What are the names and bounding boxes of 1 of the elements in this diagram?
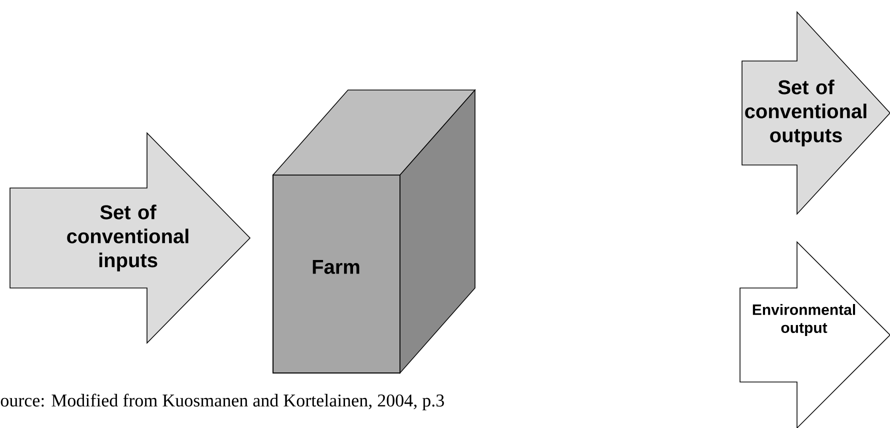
source-caption: ource: Modified from Kuosmanen and Kortelainen, 2004, p.3 (0, 394, 444, 410)
